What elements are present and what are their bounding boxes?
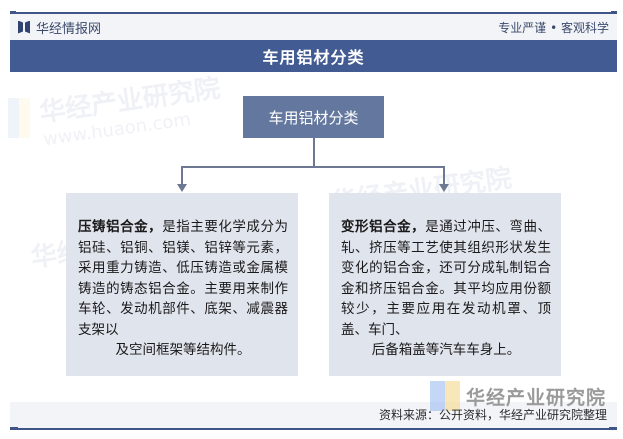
- book-logo-icon: [18, 21, 30, 34]
- page-title: 车用铝材分类: [10, 40, 617, 72]
- branch-description-end: 及空间框架等结构件。: [115, 342, 251, 358]
- branch-box-wrought-alloy: 变形铝合金，是通过冲压、弯曲、轧、挤压等工艺使其组织形状发生变化的铝合金，还可分…: [329, 193, 561, 376]
- arrow-down-icon: [439, 184, 449, 192]
- connector-vertical-root: [313, 138, 315, 166]
- connector-left-drop: [181, 166, 183, 185]
- brand-name: 华经情报网: [36, 21, 102, 37]
- branch-box-die-cast-alloy: 压铸铝合金，是指主要化学成分为铝硅、铝铜、铝镁、铝锌等元素，采用重力铸造、低压铸…: [66, 193, 298, 376]
- branch-term: 压铸铝合金，: [78, 219, 163, 235]
- institute-logo-icon: [430, 381, 460, 411]
- branch-description: 是通过冲压、弯曲、轧、挤压等工艺使其组织形状发生变化的铝合金，还可分成轧制铝合金…: [341, 219, 552, 338]
- header-band: 华经情报网 专业严谨 • 客观科学: [10, 14, 617, 40]
- slogan: 专业严谨 • 客观科学: [498, 20, 609, 35]
- connector-right-drop: [443, 166, 445, 185]
- watermark-logo-icon: [8, 98, 30, 138]
- bottom-frame-line: [10, 427, 617, 430]
- arrow-down-icon: [177, 184, 187, 192]
- branch-description: 是指主要化学成分为铝硅、铝铜、铝镁、铝锌等元素，采用重力铸造、低压铸造或金属模铸…: [78, 219, 289, 338]
- branch-description-end: 后备箱盖等汽车车身上。: [371, 342, 521, 358]
- top-frame-line: [10, 11, 617, 14]
- branch-term: 变形铝合金，: [341, 219, 426, 235]
- footer-band: [10, 402, 617, 428]
- connector-horizontal: [181, 166, 445, 168]
- source-note: 资料来源：公开资料，华经产业研究院整理: [378, 408, 607, 422]
- footer-logo: 华经产业研究院: [430, 381, 606, 411]
- brand: 华经情报网: [18, 18, 101, 37]
- root-node: 车用铝材分类: [243, 96, 384, 138]
- institute-name: 华经产业研究院: [466, 386, 607, 409]
